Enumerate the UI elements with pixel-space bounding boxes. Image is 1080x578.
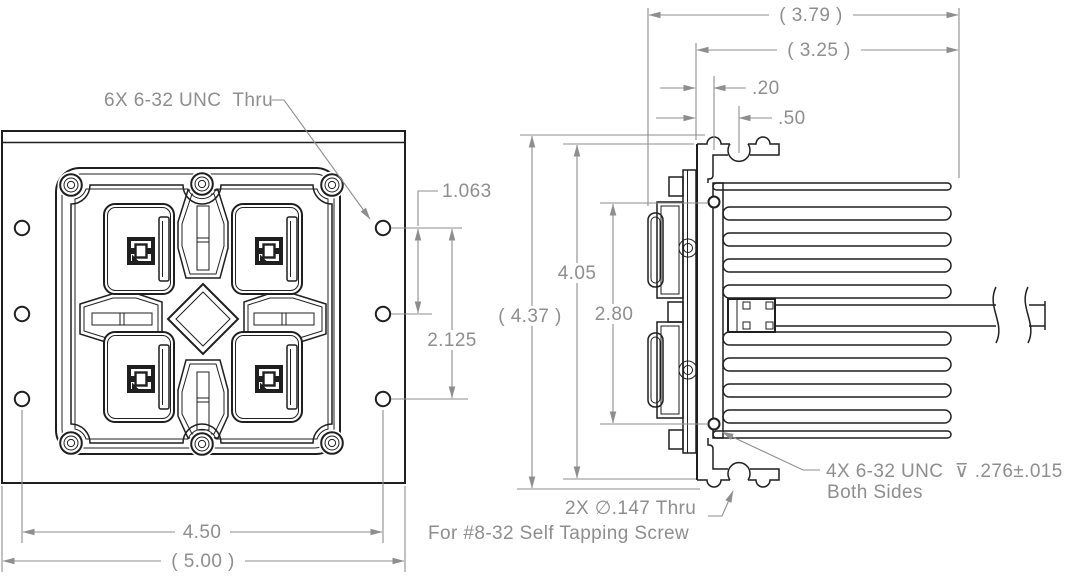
note-foot-holes-line2: For #8-32 Self Tapping Screw: [428, 523, 689, 544]
dim-label-face-step: .20: [752, 78, 780, 99]
dim-label-row-spacing: 1.063: [442, 181, 492, 202]
side-view: [647, 136, 1046, 488]
dim-label-row-span: 2.125: [427, 330, 477, 351]
dim-label-boss-offset: .50: [778, 108, 806, 129]
heatsink-fins: [712, 182, 952, 439]
led-module-window: [102, 330, 176, 424]
heat-pipe: [727, 286, 1046, 344]
dim-label-fin-depth: ( 3.25 ): [787, 40, 850, 61]
break-line: [1024, 286, 1032, 344]
leader-front-holes: [272, 99, 371, 220]
led-module-stack: [647, 169, 698, 454]
dim-label-overall-width: ( 5.00 ): [171, 551, 234, 572]
extension-lines: [1, 8, 960, 572]
led-module-window: [230, 330, 304, 424]
dim-label-hole-spacing: 2.80: [595, 304, 634, 325]
dimensions: 6X 6-32 UNC Thru 1.063 2.125 4.50 ( 5.00…: [1, 5, 1063, 572]
mounting-holes: [13, 219, 392, 408]
center-diamond: [166, 282, 240, 356]
front-view: [1, 130, 406, 484]
mounting-plate: [1, 130, 406, 484]
leader-foot-holes: [708, 490, 734, 517]
dim-label-overall-depth: ( 3.79 ): [779, 5, 842, 26]
note-foot-holes-line1: 2X ∅.147 Thru: [565, 498, 696, 519]
dim-label-hole-span: 4.50: [183, 522, 222, 543]
led-module-window: [230, 202, 304, 296]
dim-label-body-height: 4.05: [558, 263, 597, 284]
note-front-holes: 6X 6-32 UNC Thru: [104, 90, 273, 111]
note-side-holes-line2: Both Sides: [827, 482, 923, 503]
leader-side-holes: [721, 431, 820, 471]
dim-label-overall-height: ( 4.37 ): [498, 306, 561, 327]
led-module-window: [102, 202, 176, 296]
break-line: [992, 286, 1000, 344]
note-side-holes-line1: 4X 6-32 UNC ⊽ .276±.015: [826, 461, 1063, 482]
